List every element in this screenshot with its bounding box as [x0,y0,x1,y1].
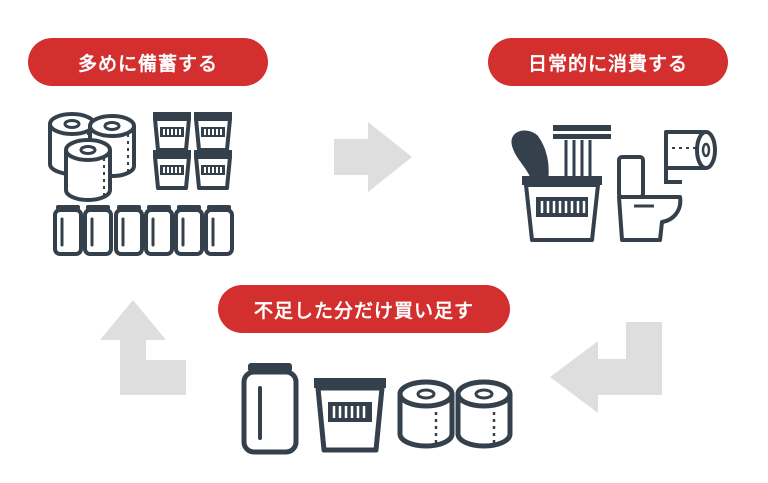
arrow-return-left-icon [550,322,662,413]
arrow-right-icon [334,122,412,192]
toilet-icon [617,155,683,242]
toilet-paper-rolls-icon [48,112,136,202]
step-stock-label: 多めに備蓄する [28,38,268,86]
toilet-paper-holder-icon [664,130,717,184]
cup-noodle-with-chopsticks-icon [511,125,611,242]
canned-drink-row-icon [53,203,234,256]
step-restock-label: 不足した分だけ買い足す [218,285,510,333]
step-consume-label: 日常的に消費する [488,38,728,86]
cup-noodle-stack-icon [151,110,234,190]
can-icon [241,363,299,455]
arrow-up-turn-icon [100,300,186,395]
toilet-paper-pair-icon [397,379,513,449]
cup-noodle-icon [314,378,386,453]
